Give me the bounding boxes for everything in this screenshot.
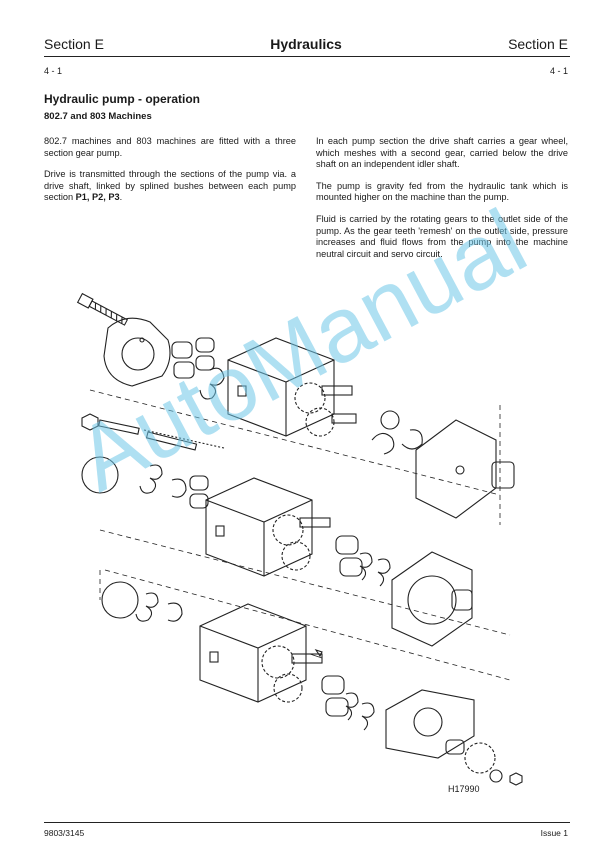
spacers-section-3 (135, 592, 183, 622)
paragraph: The pump is gravity fed from the hydraul… (316, 180, 568, 203)
body-column-right: In each pump section the drive shaft car… (316, 136, 568, 270)
header-title: Hydraulics (270, 36, 342, 52)
end-cover-top (103, 317, 171, 387)
footer-doc-number: 9803/3145 (44, 828, 85, 838)
flange-section-1 (415, 419, 515, 519)
dashed-assembly-lines (89, 389, 511, 681)
header-section-right: Section E (508, 36, 568, 52)
page-number-right: 4 - 1 (549, 66, 568, 76)
mounting-flange (309, 648, 475, 759)
footer-issue: Issue 1 (540, 828, 568, 838)
flange-section-2 (391, 551, 473, 647)
gears-section-3 (261, 645, 323, 703)
footer-rule (44, 822, 570, 823)
pump-body-section-3 (199, 603, 307, 703)
body-column-left: 802.7 machines and 803 machines are fitt… (44, 136, 296, 214)
header-section-left: Section E (44, 36, 104, 52)
drive-gear-and-nut (445, 739, 523, 786)
bushes-section-2 (335, 535, 391, 587)
page-number-left: 4 - 1 (44, 66, 63, 76)
header-rule (44, 56, 570, 57)
bolt-top (76, 292, 129, 326)
paragraph-text: Drive is transmitted through the section… (44, 169, 296, 203)
paragraph-end: . (119, 192, 123, 203)
seal-rings-right (371, 410, 423, 455)
pump-section-labels: P1, P2, P3 (75, 192, 120, 203)
gears-section-2 (272, 514, 331, 571)
pump-body-section-2 (205, 477, 313, 577)
page-subtitle: 802.7 and 803 Machines (44, 111, 152, 122)
o-ring-left (81, 456, 119, 494)
studs-and-nut (81, 413, 225, 451)
exploded-pump-diagram (76, 292, 523, 786)
page-title: Hydraulic pump - operation (44, 92, 201, 106)
paragraph: Fluid is carried by the rotating gears t… (316, 213, 568, 259)
paragraph: Drive is transmitted through the section… (44, 169, 296, 204)
paragraph: 802.7 machines and 803 machines are fitt… (44, 136, 296, 158)
bushes-section-3 (321, 675, 375, 731)
bushes-section-1 (171, 337, 225, 400)
paragraph: In each pump section the drive shaft car… (316, 136, 568, 170)
figure-reference: H17990 (448, 784, 480, 794)
o-ring-lower-left (101, 581, 139, 619)
gears-section-1 (294, 382, 357, 437)
